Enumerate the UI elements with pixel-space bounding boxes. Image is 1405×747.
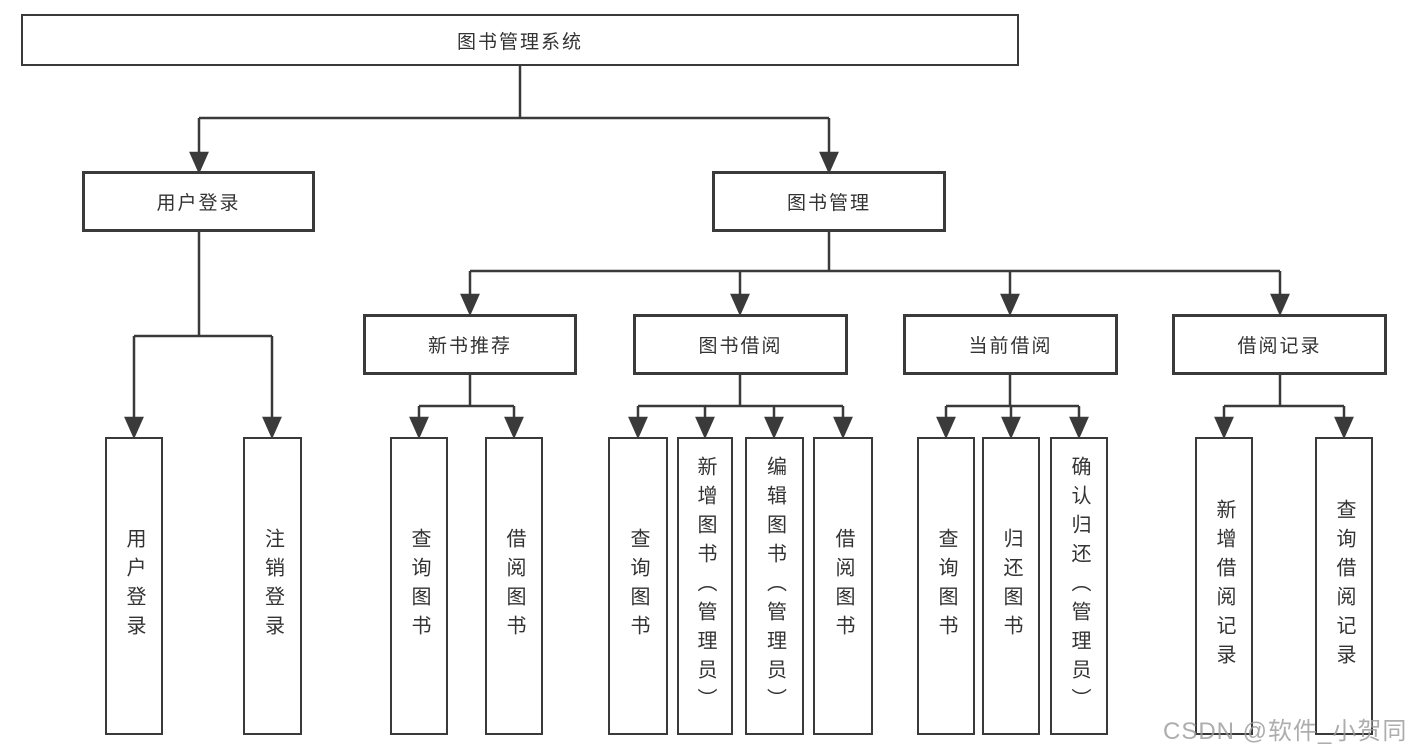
node-leaf-add-borrow-record: 新增借阅记录 [1195, 437, 1253, 735]
arrowhead [124, 416, 144, 440]
arrowhead [1000, 293, 1020, 317]
node-label: 归还图书 [1000, 528, 1022, 644]
arrowhead [628, 416, 648, 440]
node-label: 注销登录 [261, 528, 284, 644]
edges-from-system [189, 66, 839, 175]
arrowhead [730, 293, 750, 317]
arrowhead [262, 416, 282, 440]
node-leaf-query-borrow-record: 查询借阅记录 [1315, 437, 1373, 735]
node-leaf-confirm-return-admin: 确认归还（管理员） [1050, 437, 1108, 735]
node-leaf-borrow-books-1: 借阅图书 [485, 437, 543, 735]
node-label: 查询图书 [935, 528, 957, 644]
edges-from-borrow-record [1214, 375, 1354, 440]
node-label: 当前借阅 [968, 336, 1053, 357]
node-borrowing-records: 借阅记录 [1172, 314, 1387, 375]
arrowhead [833, 416, 853, 440]
node-leaf-edit-book-admin: 编辑图书（管理员） [745, 437, 804, 735]
node-label: 用户登录 [123, 528, 145, 644]
node-leaf-query-books-1: 查询图书 [390, 437, 448, 735]
node-current-borrowing: 当前借阅 [903, 314, 1118, 375]
node-user-login: 用户登录 [82, 171, 315, 232]
node-label: 新增借阅记录 [1213, 499, 1235, 673]
arrowhead [1270, 293, 1290, 317]
node-leaf-return-book: 归还图书 [982, 437, 1040, 735]
edges-from-user-login [124, 232, 282, 440]
node-label: 确认归还（管理员） [1068, 455, 1090, 717]
arrowhead [189, 151, 209, 175]
node-leaf-borrow-books-2: 借阅图书 [813, 437, 873, 735]
node-leaf-add-book-admin: 新增图书（管理员） [677, 437, 733, 735]
arrowhead [409, 416, 429, 440]
node-book-management: 图书管理 [712, 171, 946, 232]
node-label: 图书借阅 [698, 336, 783, 357]
node-label: 查询图书 [408, 528, 430, 644]
node-label: 借阅记录 [1237, 336, 1322, 357]
arrowhead [1069, 416, 1089, 440]
arrowhead [1001, 416, 1021, 440]
node-label: 查询图书 [627, 528, 649, 644]
node-leaf-query-books-3: 查询图书 [917, 437, 975, 735]
node-label: 借阅图书 [832, 528, 854, 644]
csdn-watermark: CSDN @软件_小贺同学 [1163, 718, 1405, 745]
node-leaf-logout: 注销登录 [243, 437, 302, 735]
edges-from-book-mgmt [460, 232, 1290, 317]
arrowhead [695, 416, 715, 440]
arrowhead [504, 416, 524, 440]
node-leaf-query-books-2: 查询图书 [608, 437, 668, 735]
arrowhead [1214, 416, 1234, 440]
node-label: 新书推荐 [427, 336, 512, 357]
node-leaf-user-login: 用户登录 [105, 437, 163, 735]
arrowhead [1334, 416, 1354, 440]
node-library-system: 图书管理系统 [21, 14, 1019, 66]
node-label: 图书管理系统 [456, 31, 583, 53]
node-label: 查询借阅记录 [1333, 499, 1355, 673]
arrowhead [819, 151, 839, 175]
node-label: 编辑图书（管理员） [763, 455, 786, 717]
node-book-borrowing: 图书借阅 [633, 314, 848, 375]
node-label: 借阅图书 [503, 528, 525, 644]
edges-from-book-borrow [628, 375, 853, 440]
node-new-book-recommend: 新书推荐 [363, 314, 577, 375]
arrowhead [460, 293, 480, 317]
edges-from-new-book-rec [409, 375, 524, 440]
node-label: 图书管理 [786, 193, 871, 214]
edges-from-current-borrow [936, 375, 1089, 440]
node-label: 新增图书（管理员） [694, 455, 716, 717]
arrowhead [764, 416, 784, 440]
node-label: 用户登录 [156, 193, 241, 214]
arrowhead [936, 416, 956, 440]
